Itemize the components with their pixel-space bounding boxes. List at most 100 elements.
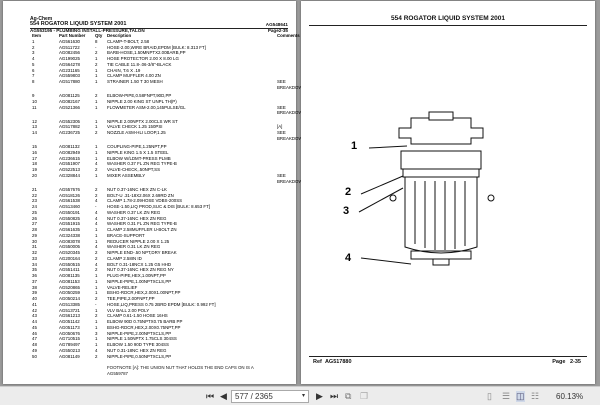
description: TEE,PIPE,2.00FNPT,PP (107, 296, 155, 301)
part-number: AG050214 (59, 296, 80, 301)
item: 17 (32, 155, 37, 161)
item: 11 (32, 104, 37, 110)
item: 38 (32, 284, 37, 290)
divider (309, 25, 587, 26)
continuous-facing-icon[interactable]: ☷ (531, 391, 540, 401)
qty: 2 (95, 296, 98, 301)
part-number: AG789497 (59, 342, 80, 347)
description: WASHER 0.37 FL ZN REG TYPE-B (107, 161, 177, 167)
description: NOZZLE ASM-HLI LOOP,1.25 (107, 130, 166, 135)
item: 23 (32, 198, 37, 204)
page-number-input[interactable]: 577 / 2365▾ (231, 390, 309, 403)
chevron-down-icon[interactable]: ▾ (301, 393, 305, 399)
part-number: AG550213 (59, 347, 80, 353)
description: NUT 0.37-16NC HEX ZN REG (107, 215, 167, 221)
part-number: AG513460 (59, 204, 80, 209)
part-number: AG051173 (59, 324, 80, 330)
part-number: AG551907 (59, 161, 80, 167)
qty: 1 (95, 98, 98, 104)
next-page-icon[interactable]: ▶ (316, 391, 323, 401)
part-number: AG082456 (59, 50, 80, 56)
qty: 2 (95, 250, 98, 255)
description: NIPPLE-PIPE,2.00NPTXCLS,PP (107, 330, 172, 336)
part-number: AG564278 (59, 61, 80, 67)
table-row: 40 AG050214 2 TEE,PIPE,2.00FNPT,PP (27, 296, 322, 302)
item: 34 (32, 261, 37, 267)
part-number: AG081153 (59, 278, 80, 284)
description: NUT 0.37-16NC HEX ZN C-LK (107, 186, 167, 192)
prev-page-icon[interactable]: ◀ (220, 391, 227, 401)
description: HOSE,LIQ,PRESS 0.75 2BRD EPDM [BULK: 0.9… (107, 301, 216, 307)
qty: 2 (95, 167, 98, 172)
part-number: AG522513 (59, 167, 80, 172)
qty: 2 (95, 313, 98, 319)
description: BRACE-SUPPORT (107, 232, 145, 238)
item: 4 (32, 56, 35, 61)
qty: 1 (95, 227, 98, 232)
item: 40 (32, 296, 37, 301)
part-number: AG561635 (59, 227, 80, 232)
part-number: AG050259 (59, 290, 80, 296)
qty: 4 (95, 221, 98, 227)
last-page-icon[interactable]: ⏭ (330, 391, 339, 401)
qty: 1 (95, 118, 98, 124)
description: VALVE-RELIEF (107, 284, 138, 290)
single-page-icon[interactable]: ▯ (487, 391, 492, 401)
callout-3: 3 (343, 205, 350, 217)
copy-icon[interactable]: ⧉ (345, 391, 352, 401)
qty: - (95, 204, 97, 209)
qty: - (95, 44, 97, 50)
qty: 1 (95, 155, 98, 161)
description: ELBOW-PIPE,0.58FNPT,90D,PP (107, 93, 172, 98)
item: 47 (32, 336, 37, 342)
part-number: AG518126 (59, 192, 80, 198)
description: WASHER 0.37 LK ZN REG (107, 209, 161, 215)
footer-ref: Ref AG517880 (313, 359, 352, 366)
qty: 1 (95, 278, 98, 284)
part-number: AG551915 (59, 221, 80, 227)
item: 16 (32, 149, 37, 155)
description: CLAMP 2.58IN ID (107, 255, 142, 261)
description: BARB-HOSE,1.50MNPTX2.00BARB,PP (107, 50, 186, 56)
item: 25 (32, 209, 37, 215)
footnote: FOOTNOTE [A]: THE UNION NUT THAT HOLDS T… (107, 365, 254, 376)
item: 19 (32, 167, 37, 172)
item: 6 (32, 67, 35, 73)
description: BOLT 0.31-18NCX 1.25 G5 HHD (107, 261, 172, 267)
qty: 1 (95, 336, 98, 342)
comments: SEE BREAKDOWN (277, 172, 306, 184)
description: STRAINER 1.50 T 30 MESH (107, 79, 163, 84)
qty: 1 (95, 319, 98, 324)
part-number: AG236725 (59, 130, 80, 135)
zoom-level[interactable]: 60.13% (556, 392, 584, 401)
paste-icon[interactable]: ❐ (360, 391, 369, 401)
qty: - (95, 301, 97, 307)
continuous-icon[interactable]: ☰ (502, 391, 511, 401)
part-number: AG082167 (59, 98, 80, 104)
description: NIPPLE END-.50 NPT,DRY BREAK (107, 250, 177, 255)
description: VALVE CHECK 1.25 150PSI (107, 124, 163, 130)
part-number: AG083078 (59, 238, 80, 244)
qty: 2 (95, 267, 98, 273)
part-number: AG324338 (59, 232, 80, 238)
first-page-icon[interactable]: ⏮ (206, 391, 215, 401)
description: WASHER 0.31 LK ZN REG (107, 244, 161, 250)
item: 8 (32, 79, 35, 84)
description: HOSE-2.00,WIRE BRAID,EPDM [BULK: 8.313 F… (107, 44, 206, 50)
qty: 1 (95, 307, 98, 313)
facing-icon[interactable]: ◫ (516, 391, 525, 402)
item: 5 (32, 61, 35, 67)
